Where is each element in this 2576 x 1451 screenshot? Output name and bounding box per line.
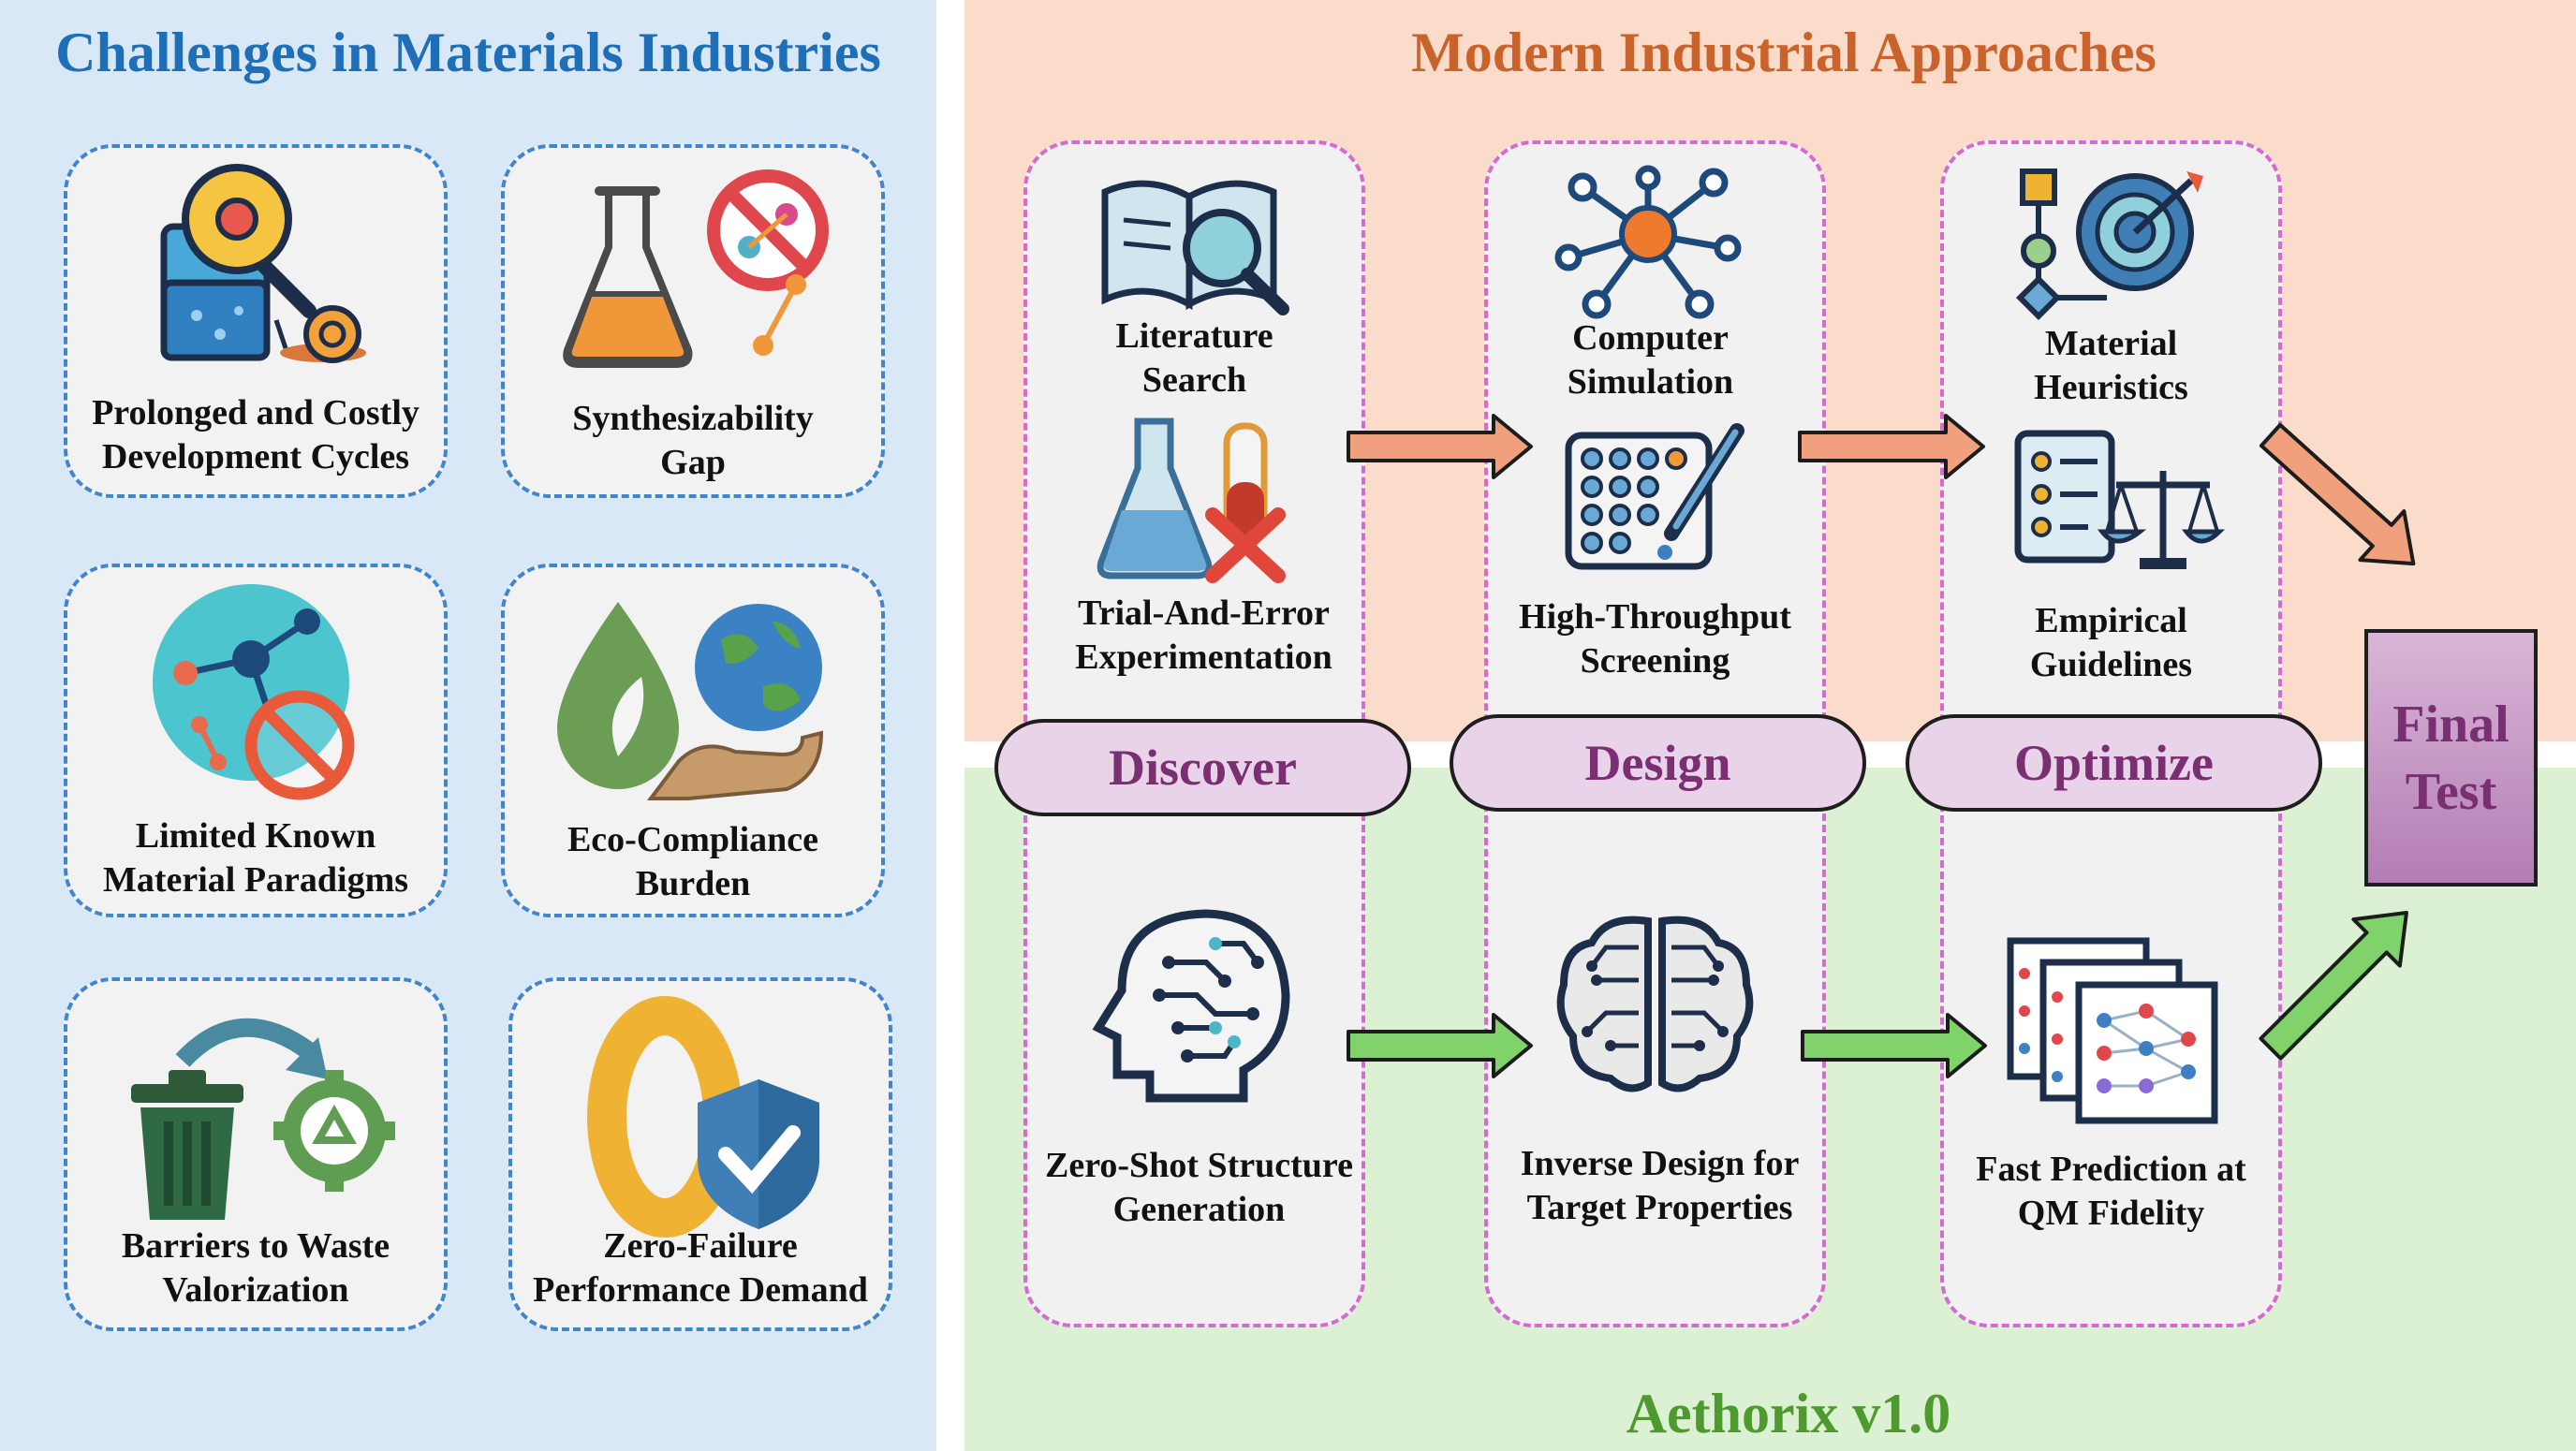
label-line: Screening (1580, 641, 1730, 681)
challenge-label-zero-failure: Zero-Failure Performance Demand (508, 1224, 892, 1312)
leaf-drop-globe-hand-icon (557, 602, 824, 800)
label-computer-simulation: Computer Simulation (1479, 316, 1821, 404)
challenge-label-material-paradigms: Limited Known Material Paradigms (64, 814, 448, 902)
label-line: Synthesizability (572, 399, 814, 438)
challenge-label-waste-valorization: Barriers to Waste Valorization (64, 1224, 448, 1312)
label-line: Heuristics (2034, 368, 2188, 407)
flask-prohibited-molecule-icon (563, 169, 829, 368)
label-empirical-guidelines: Empirical Guidelines (1940, 599, 2282, 687)
label-line: Barriers to Waste (121, 1226, 390, 1266)
label-line: Prolonged and Costly (92, 393, 420, 432)
label-line: Limited Known (135, 816, 376, 856)
label-line: Trial-And-Error (1078, 594, 1330, 633)
label-fast-prediction: Fast Prediction at QM Fidelity (1940, 1148, 2282, 1236)
label-line: Gap (660, 443, 726, 482)
zero-shield-check-icon (587, 996, 819, 1238)
final-test-line: Final (2392, 695, 2510, 754)
challenge-label-eco-compliance: Eco-Compliance Burden (501, 818, 885, 906)
stage-optimize: Optimize (1906, 714, 2322, 812)
arrow-discover-to-design-top (1347, 414, 1533, 479)
arrow-design-to-optimize-top (1798, 414, 1985, 479)
well-plate-pipette-icon (1565, 423, 1744, 570)
label-line: QM Fidelity (2017, 1194, 2205, 1233)
arrow-optimize-to-final-bottom (2259, 911, 2408, 1061)
label-line: Target Properties (1526, 1188, 1793, 1227)
label-line: Fast Prediction at (1976, 1150, 2246, 1189)
molecule-prohibited-icon (153, 584, 355, 800)
label-line: Generation (1112, 1190, 1286, 1229)
challenge-label-synthesizability: Synthesizability Gap (501, 397, 885, 485)
label-high-throughput: High-Throughput Screening (1484, 595, 1826, 683)
arrow-discover-to-design-bottom (1347, 1013, 1533, 1078)
label-literature-search: Literature Search (1023, 315, 1365, 403)
label-line: Empirical (2035, 601, 2187, 640)
label-line: Performance Demand (533, 1270, 868, 1310)
label-inverse-design: Inverse Design for Target Properties (1484, 1142, 1835, 1230)
label-line: Material Paradigms (102, 860, 409, 900)
label-zero-shot-generation: Zero-Shot Structure Generation (1023, 1144, 1375, 1232)
label-line: Zero-Shot Structure (1045, 1146, 1353, 1185)
left-panel-title: Challenges in Materials Industries (55, 22, 881, 83)
checklist-scale-icon (2014, 430, 2226, 569)
stacked-network-cards-icon (2007, 937, 2218, 1124)
book-magnifier-icon (1101, 180, 1289, 315)
top-panel-title: Modern Industrial Approaches (1411, 22, 2156, 83)
bottom-panel-title: Aethorix v1.0 (1626, 1383, 1951, 1444)
arrow-optimize-to-final-top (2259, 422, 2416, 566)
label-line: Eco-Compliance (567, 820, 819, 859)
network-node-icon (1554, 165, 1742, 319)
label-line: Zero-Failure (603, 1226, 798, 1266)
label-line: Valorization (162, 1270, 349, 1310)
label-line: Experimentation (1075, 638, 1332, 677)
challenge-label-development-cycles: Prolonged and Costly Development Cycles (64, 391, 448, 479)
stage-design: Design (1450, 714, 1866, 812)
label-material-heuristics: Material Heuristics (1940, 322, 2282, 410)
stage-discover: Discover (994, 719, 1411, 816)
trash-recycle-gear-icon (131, 1018, 395, 1220)
label-line: Material (2044, 324, 2178, 363)
flowchart-target-icon (2015, 169, 2203, 321)
label-line: High-Throughput (1519, 597, 1791, 637)
label-line: Simulation (1567, 362, 1734, 402)
label-line: Guidelines (2029, 645, 2193, 684)
label-line: Development Cycles (101, 437, 410, 476)
label-line: Computer (1572, 318, 1729, 358)
flask-cross-icon (1097, 418, 1286, 583)
label-line: Search (1141, 360, 1247, 400)
label-line: Burden (635, 864, 751, 903)
brain-circuit-icon (1556, 916, 1754, 1092)
final-test-line: Test (2405, 762, 2497, 821)
ai-head-circuit-icon (1092, 909, 1290, 1103)
label-line: Inverse Design for (1520, 1144, 1800, 1183)
beaker-magnifier-snail-icon (160, 164, 366, 363)
arrow-design-to-optimize-bottom (1801, 1013, 1987, 1078)
label-trial-and-error: Trial-And-Error Experimentation (1033, 592, 1375, 680)
final-test-box: Final Test (2364, 629, 2538, 887)
label-line: Literature (1115, 316, 1273, 356)
